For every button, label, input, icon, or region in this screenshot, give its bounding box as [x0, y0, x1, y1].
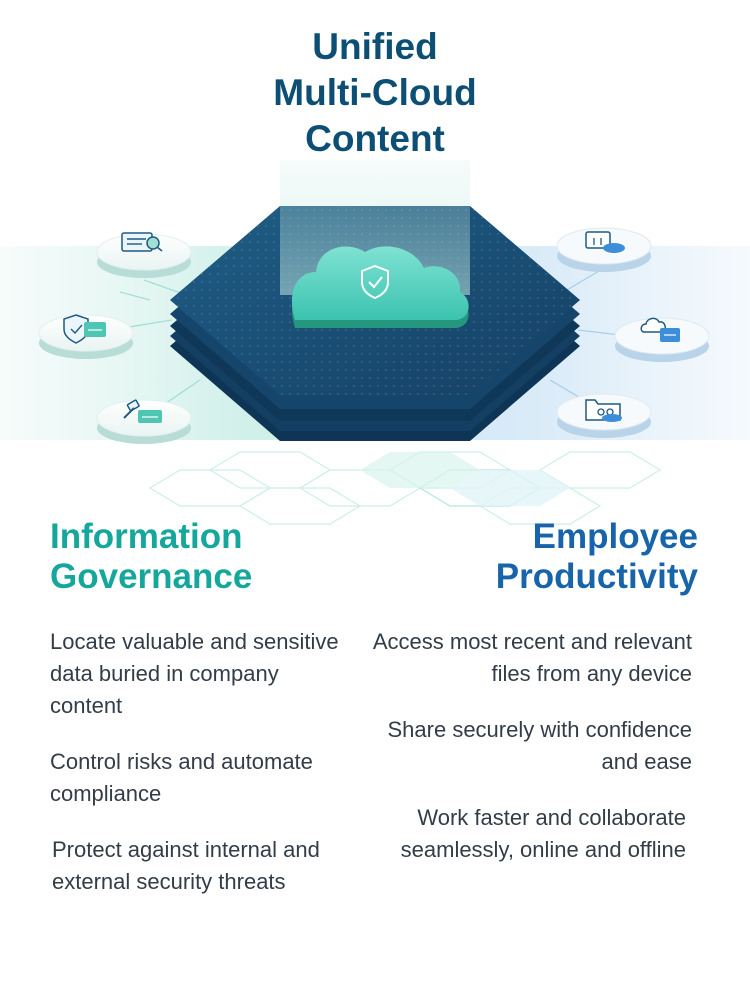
productivity-benefits-list: Access most recent and relevant files fr…	[372, 626, 692, 866]
cloud-shield-icon	[291, 246, 469, 328]
heading-line: Information	[50, 517, 243, 556]
list-item: Protect against internal and external se…	[52, 837, 320, 894]
title-line: Multi-Cloud	[273, 72, 477, 113]
hero-illustration	[0, 160, 750, 525]
list-item: Share securely with confidence and ease	[387, 717, 693, 774]
heading-line: Employee	[532, 517, 698, 556]
document-search-icon	[96, 232, 192, 278]
governance-benefits-list: Locate valuable and sensitive data burie…	[50, 626, 350, 898]
list-item: Access most recent and relevant files fr…	[372, 629, 692, 686]
page-title: Unified Multi-Cloud Content	[0, 24, 750, 162]
list-item: Control risks and automate compliance	[50, 749, 313, 806]
list-item: Work faster and collaborate seamlessly, …	[400, 805, 686, 862]
file-transfer-icon	[556, 227, 652, 272]
folder-share-icon	[556, 393, 652, 438]
title-line: Content	[305, 118, 445, 159]
cloud-sync-icon	[614, 317, 710, 362]
heading-line: Productivity	[495, 557, 698, 596]
shield-folder-icon	[38, 314, 134, 359]
employee-productivity-heading: Employee Productivity	[378, 517, 698, 597]
title-line: Unified	[312, 26, 438, 67]
information-governance-heading: Information Governance	[50, 517, 370, 597]
list-item: Locate valuable and sensitive data burie…	[50, 629, 339, 718]
gavel-document-icon	[96, 399, 192, 444]
heading-line: Governance	[50, 557, 253, 596]
